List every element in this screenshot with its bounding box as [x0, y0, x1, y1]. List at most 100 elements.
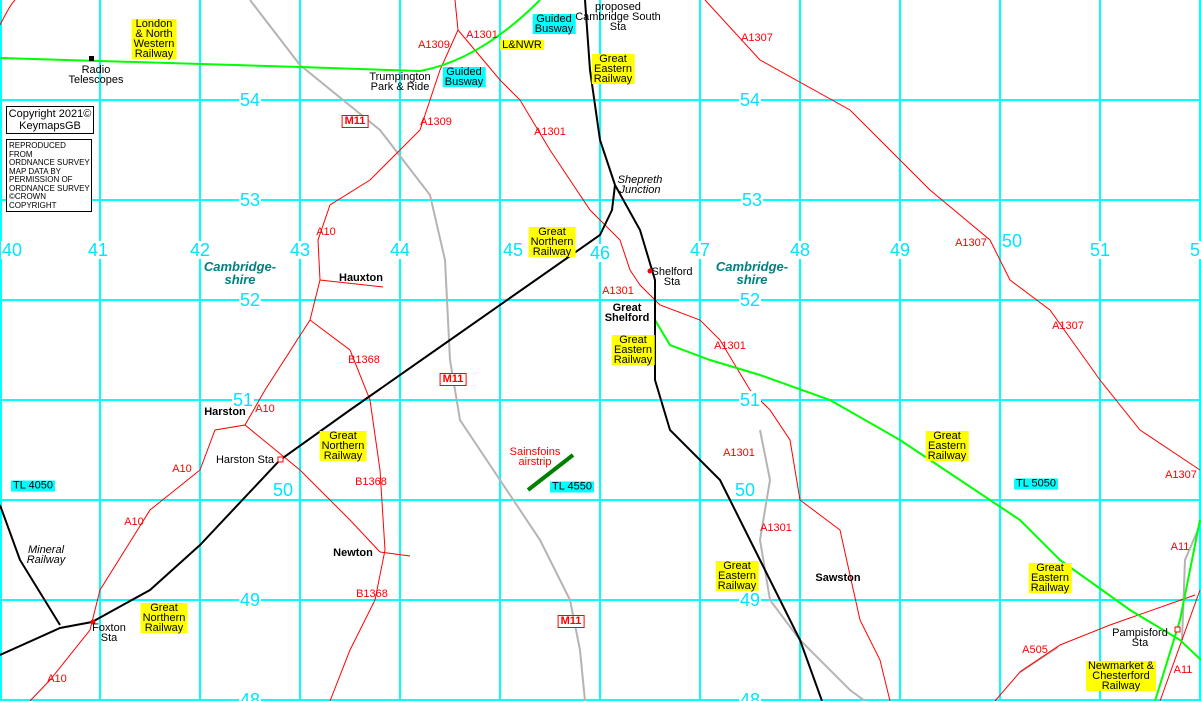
place-trumpington-park-ride-line: Park & Ride	[370, 81, 430, 93]
road-label-a505: A505	[1022, 644, 1048, 656]
airstrip	[526, 453, 575, 492]
place-cambridge-south-station-line: proposed	[595, 1, 641, 13]
railway-label-newmarket-chesterford-line: Newmarket &	[1087, 660, 1155, 672]
easting-label: 40	[0, 240, 24, 260]
railway-label-great-northern-line: Great	[150, 602, 178, 614]
county-label: Cambridge-shire	[204, 260, 276, 286]
place-great-shelford-line: Shelford	[604, 312, 650, 324]
railway-label-great-eastern-line: Great	[933, 430, 961, 442]
place-cambridge-south-station-line: Cambridge South	[575, 11, 661, 23]
railway-label-great-eastern-line: Railway	[1030, 582, 1070, 594]
railway-label-lnwr-short-line: L&NWR	[502, 39, 542, 51]
airstrip-label-line: airstrip	[518, 456, 552, 468]
road-top-left	[0, 0, 16, 26]
place-shepreth-junction-line: Junction	[619, 184, 661, 196]
railway-label-great-eastern-line: Great	[1036, 562, 1064, 574]
place-radio-telescopes-line: Radio	[81, 64, 111, 76]
railway-label-great-northern-line: Great	[329, 430, 357, 442]
road-label-a1309: A1309	[420, 116, 452, 128]
county-label-line: Cambridge-	[715, 259, 789, 274]
os-notice: REPRODUCED FROM ORDNANCE SURVEY MAP DATA…	[6, 139, 92, 212]
road-label-a1301: A1301	[534, 126, 566, 138]
easting-label: 41	[86, 240, 110, 260]
road-label-b1368: B1368	[348, 354, 380, 366]
place-radio-telescopes-line: Telescopes	[68, 74, 124, 86]
place-newton: Newton	[333, 547, 373, 559]
guided-busway-label-line: Busway	[534, 23, 574, 35]
place-foxton-station-line: Foxton	[92, 622, 126, 634]
easting-label: 44	[388, 240, 412, 260]
guided-busway-label-line: Busway	[444, 76, 484, 88]
county-label-line: shire	[736, 272, 768, 287]
road-a11	[1159, 589, 1201, 701]
road-label-a10: A10	[316, 226, 336, 238]
road-label-b1368: B1368	[355, 476, 387, 488]
northing-label: 50	[733, 480, 757, 500]
road-label-a1307: A1307	[1052, 320, 1084, 332]
place-shelford-station-line: Sta	[663, 276, 681, 288]
m11-shield: M11	[341, 115, 369, 128]
railway-label-great-northern-line: Northern	[530, 236, 574, 248]
railway-label-great-eastern-line: Great	[599, 53, 627, 65]
railway-label-lnwr-short: L&NWR	[500, 39, 544, 51]
railway-label-great-eastern-line: Eastern	[718, 570, 756, 582]
place-trumpington-park-ride-line: Trumpington	[369, 71, 431, 83]
place-sawston: Sawston	[815, 572, 861, 584]
easting-label: 48	[788, 240, 812, 260]
northing-label: 54	[238, 90, 262, 110]
railway-label-great-northern-line: Northern	[321, 440, 365, 452]
northing-label: 52	[738, 290, 762, 310]
radio-telescope-marker	[89, 56, 94, 61]
railway-label-lnwr-line: Railway	[134, 48, 174, 60]
place-foxton-station-line: Sta	[100, 632, 118, 644]
road-label-a11: A11	[1170, 541, 1190, 553]
railway-label-lnwr-line: Western	[133, 38, 175, 50]
m11-shield: M11	[439, 373, 467, 386]
railway-label-lnwr-line: London	[135, 18, 173, 30]
northing-label: 48	[738, 691, 762, 701]
harston-station-marker	[277, 456, 284, 463]
m11-shield: M11	[557, 615, 585, 628]
railway-label-newmarket-chesterford-line: Railway	[1101, 680, 1141, 692]
road-label-a10: A10	[47, 673, 67, 685]
railway-label-mineral-line: Mineral	[27, 544, 65, 556]
railway-gn	[0, 184, 616, 656]
place-pampisford-station-line: Pampisford	[1112, 627, 1168, 639]
county-label-line: shire	[224, 272, 256, 287]
road-label-a1301: A1301	[602, 285, 634, 297]
railway-label-lnwr-line: & North	[135, 28, 173, 40]
northing-label: 53	[238, 190, 262, 210]
railway-label-great-eastern-line: Eastern	[1031, 572, 1069, 584]
copyright-text: Copyright 2021©	[8, 108, 92, 120]
easting-label: 49	[888, 240, 912, 260]
road-label-a1301: A1301	[760, 522, 792, 534]
railway-label-newmarket-chesterford-line: Chesterford	[1092, 670, 1150, 682]
os-notice-line: ORDNANCE SURVEY	[9, 158, 90, 167]
railway-label-great-northern-line: Railway	[323, 450, 363, 462]
easting-label: 5	[1188, 240, 1201, 260]
place-shepreth-junction-line: Shepreth	[617, 174, 663, 186]
os-notice-line: ©CROWN COPYRIGHT	[9, 192, 57, 210]
road-label-b1368: B1368	[356, 588, 388, 600]
northing-label: 48	[238, 691, 262, 701]
place-hauxton: Hauxton	[339, 272, 383, 284]
guided-busway-label-line: Guided	[446, 66, 482, 78]
railway-label-great-eastern-line: Great	[619, 334, 647, 346]
northing-label: 49	[738, 590, 762, 610]
road-harston-newton	[244, 424, 381, 553]
road-a1307	[704, 0, 1201, 471]
